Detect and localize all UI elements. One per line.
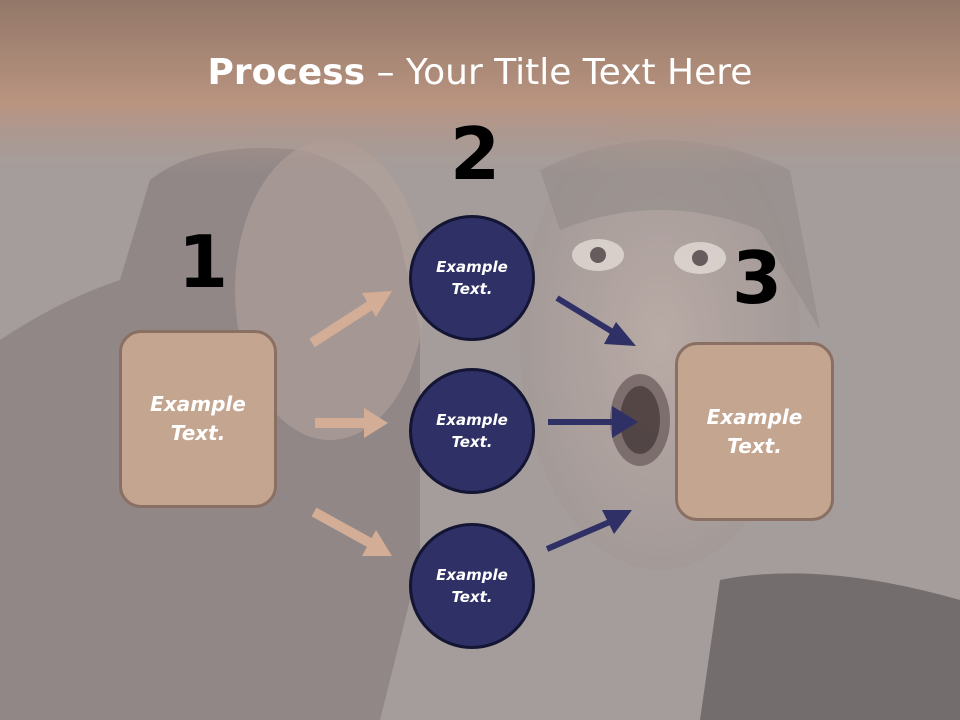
arrow-right-up: [545, 510, 632, 552]
right-box-line2: Text.: [727, 433, 782, 458]
arrow-left-up: [309, 291, 392, 348]
circle-middle-line2: Text.: [451, 433, 493, 451]
title-rest: – Your Title Text Here: [365, 52, 753, 93]
slide-title: Process – Your Title Text Here: [0, 52, 960, 93]
arrow-left-mid: [315, 408, 388, 438]
arrow-right-down: [555, 295, 636, 346]
left-text-box[interactable]: Example Text.: [119, 330, 277, 508]
right-box-line1: Example: [706, 404, 803, 429]
circle-bottom[interactable]: Example Text.: [409, 523, 535, 649]
step-number-1: 1: [178, 220, 229, 304]
step-number-2: 2: [450, 112, 501, 196]
left-arrows: [309, 291, 392, 556]
circle-middle-line1: Example: [436, 410, 508, 429]
arrow-left-down: [311, 507, 392, 556]
title-bold: Process: [207, 52, 366, 93]
circle-bottom-line2: Text.: [451, 588, 493, 606]
left-box-line1: Example: [150, 392, 246, 416]
circle-top-line1: Example: [436, 257, 508, 276]
arrow-right-mid: [548, 406, 638, 438]
circle-middle[interactable]: Example Text.: [409, 368, 535, 494]
step-number-3: 3: [732, 236, 783, 320]
left-box-line2: Text.: [170, 421, 226, 445]
right-arrows: [545, 295, 638, 552]
circle-bottom-line1: Example: [436, 565, 508, 584]
circle-top[interactable]: Example Text.: [409, 215, 535, 341]
circle-top-line2: Text.: [451, 280, 493, 298]
right-text-box[interactable]: Example Text.: [675, 342, 834, 521]
